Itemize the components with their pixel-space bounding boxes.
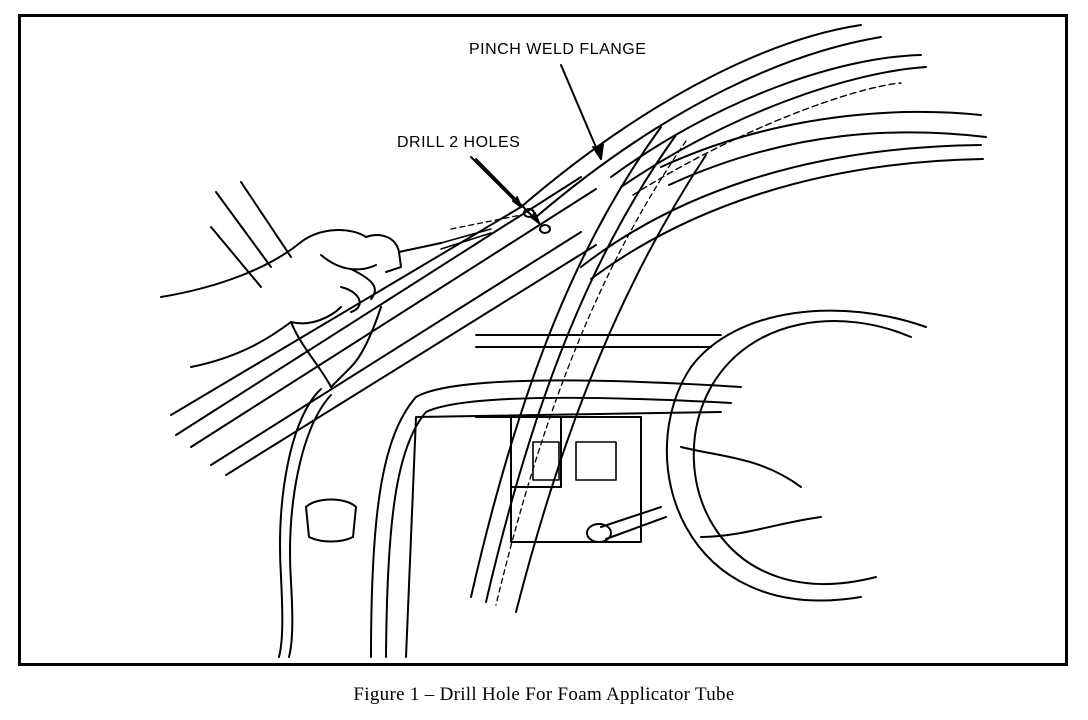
figure-frame: PINCH WELD FLANGE DRILL 2 HOLES — [18, 14, 1068, 666]
leader-pinch-weld — [560, 64, 604, 160]
side-window — [210, 181, 292, 288]
roof-header-lines — [520, 24, 927, 218]
drill-cord — [278, 388, 332, 658]
turn-signal-stalk — [586, 506, 667, 543]
drill-holes-label: DRILL 2 HOLES — [397, 134, 521, 151]
figure-caption: Figure 1 – Drill Hole For Foam Applicato… — [353, 684, 735, 705]
door-frame-rails — [580, 111, 987, 280]
line-drawing — [160, 24, 987, 658]
cord-clip — [305, 498, 357, 543]
door-opening-frame — [370, 379, 742, 658]
dashboard — [475, 334, 722, 543]
leader-drill-holes — [470, 156, 540, 224]
hand-with-drill — [160, 228, 492, 388]
steering-wheel — [665, 309, 927, 602]
pinch-weld-flange — [470, 126, 707, 613]
drill-aim-line — [450, 214, 522, 230]
pinch-weld-flange-label: PINCH WELD FLANGE — [469, 41, 647, 58]
